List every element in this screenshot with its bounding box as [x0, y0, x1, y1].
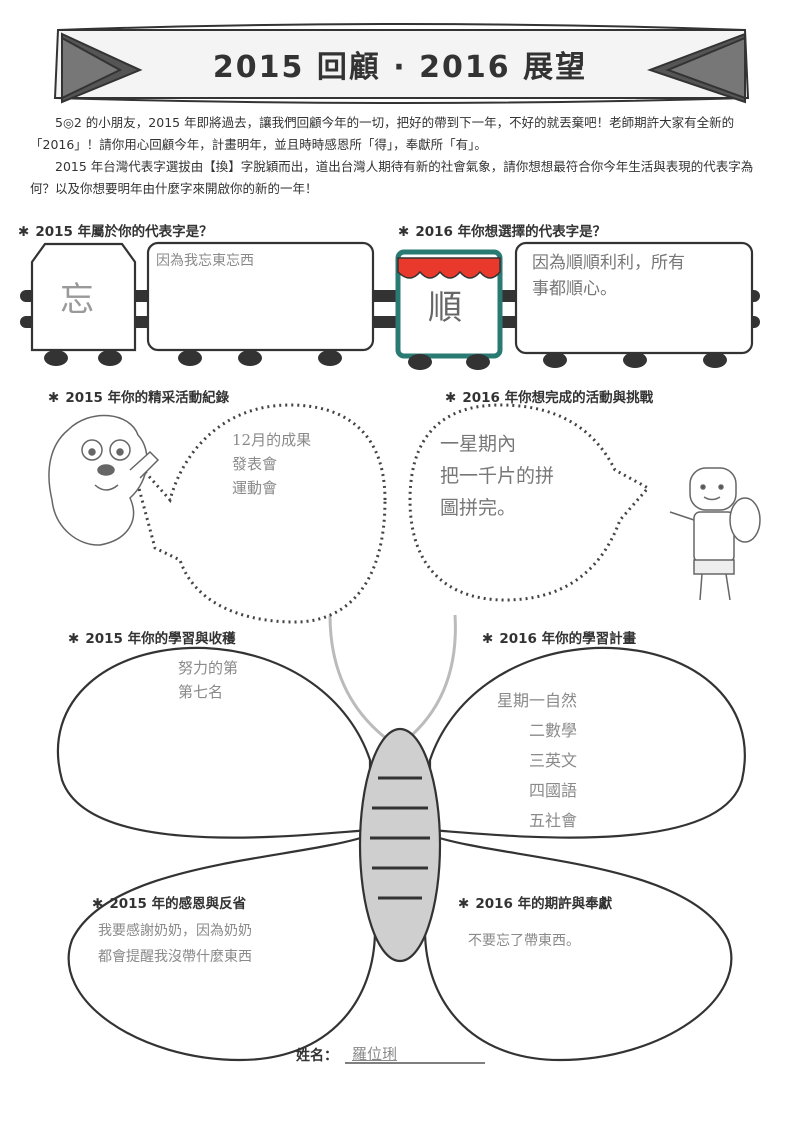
star-icon: ✱: [482, 631, 494, 647]
answer-char-2016: 順: [428, 288, 462, 328]
answer-hope-2016: 不要忘了帶東西。: [468, 933, 580, 949]
section-plan-2016: ✱ 2016 年你的學習計畫: [482, 627, 636, 647]
section-word-2016: ✱ 2016 年你想選擇的代表字是？: [398, 220, 606, 240]
star-icon: ✱: [48, 390, 60, 406]
title-ribbon: [53, 23, 750, 104]
section-label: 2015 年你的精采活動紀錄: [65, 390, 230, 406]
name-value: 羅位琍: [352, 1045, 398, 1063]
section-label: 2016 年你想選擇的代表字是？: [415, 224, 607, 240]
answer-challenge-2016: 一星期內 把一千片的拼 圖拼完。: [440, 433, 555, 519]
section-label: 2015 年你的學習與收穫: [85, 631, 236, 647]
answer-plan-2016: 星期一自然 二數學 三英文 四國語 五社會: [496, 691, 577, 830]
section-thanks-2015: ✱ 2015 年的感恩與反省: [92, 892, 246, 912]
section-label: 2016 年你的學習計畫: [499, 631, 637, 647]
dog-character: [48, 414, 160, 546]
answer-thanks-2015: 我要感謝奶奶，因為奶奶 都會提醒我沒帶什麼東西: [98, 923, 252, 965]
section-label: 2016 年你想完成的活動與挑戰: [462, 390, 654, 406]
answer-activity-2015: 12月的成果 發表會 運動會: [232, 431, 312, 497]
boy-character: [669, 467, 761, 601]
star-icon: ✱: [458, 896, 470, 912]
answer-reason-2015: 因為我忘東忘西: [156, 253, 254, 269]
section-word-2015: ✱ 2015 年屬於你的代表字是？: [18, 220, 213, 240]
page-title: 2015 回顧 · 2016 展望: [212, 50, 588, 85]
section-challenge-2016: ✱ 2016 年你想完成的活動與挑戰: [445, 386, 653, 406]
intro-text: 5◎2 的小朋友，2015 年即將過去，讓我們回顧今年的一切，把好的帶到下一年，…: [30, 112, 775, 200]
section-learning-2015: ✱ 2015 年你的學習與收穫: [68, 627, 236, 647]
star-icon: ✱: [68, 631, 80, 647]
butterfly-body: [358, 727, 442, 963]
star-icon: ✱: [398, 224, 410, 240]
train: [20, 241, 760, 370]
star-icon: ✱: [445, 390, 457, 406]
answer-char-2015: 忘: [60, 280, 94, 320]
section-activity-2015: ✱ 2015 年你的精采活動紀錄: [48, 386, 229, 406]
section-hope-2016: ✱ 2016 年的期許與奉獻: [458, 892, 612, 912]
section-label: 2015 年的感恩與反省: [109, 896, 247, 912]
speech-bubbles: [128, 403, 651, 624]
star-icon: ✱: [92, 896, 104, 912]
intro-paragraph-1: 5◎2 的小朋友，2015 年即將過去，讓我們回顧今年的一切，把好的帶到下一年，…: [30, 115, 735, 152]
name-label: 姓名：: [296, 1048, 338, 1064]
butterfly-wings: [56, 646, 746, 1062]
section-label: 2015 年屬於你的代表字是？: [35, 224, 213, 240]
section-label: 2016 年的期許與奉獻: [475, 896, 613, 912]
answer-reason-2016: 因為順順利利，所有 事都順心。: [532, 253, 685, 299]
intro-paragraph-2: 2015 年台灣代表字選拔由【換】字脫穎而出，道出台灣人期待有新的社會氣象，請你…: [30, 159, 754, 196]
answer-learning-2015: 努力的第 第七名: [178, 659, 239, 701]
star-icon: ✱: [18, 224, 30, 240]
